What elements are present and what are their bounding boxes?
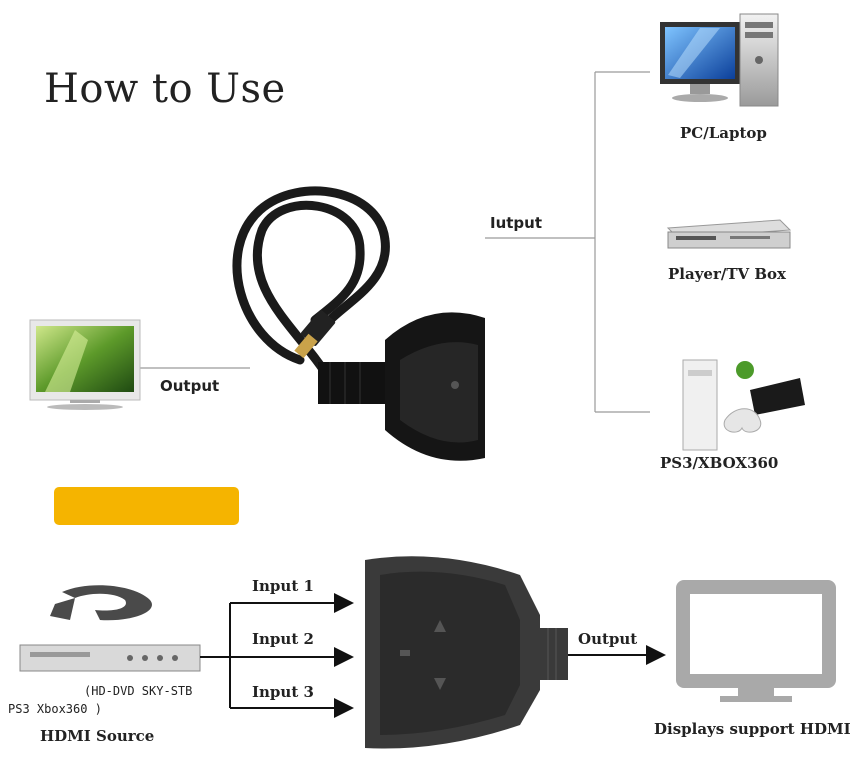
top-input-label: Iutput	[490, 214, 543, 232]
player-icon	[666, 219, 792, 249]
bottom-output-label: Output	[578, 630, 638, 648]
display-label: Displays support HDMI	[654, 720, 850, 738]
pc-icon	[660, 13, 779, 107]
console-icon	[682, 359, 805, 451]
hdmi-switch-body	[365, 556, 568, 749]
hdmi-switch-icon	[318, 312, 485, 461]
device-label-console: PS3/XBOX360	[660, 454, 779, 472]
tv-icon	[29, 319, 141, 410]
input-label-1: Input 1	[252, 577, 314, 595]
input-label-2: Input 2	[252, 630, 314, 648]
highlight-bar	[54, 487, 239, 525]
device-label-player: Player/TV Box	[668, 265, 786, 283]
top-output-label: Output	[160, 377, 220, 395]
hdmi-plug	[294, 310, 336, 359]
input-arrows	[200, 593, 354, 718]
device-label-pc: PC/Laptop	[680, 124, 767, 142]
hdmi-cable	[232, 186, 390, 385]
source-label: HDMI Source	[40, 727, 155, 745]
input-label-3: Input 3	[252, 683, 314, 701]
source-note-line1: (HD-DVD SKY-STB	[84, 684, 193, 698]
bluray-player-icon	[19, 585, 201, 672]
top-connector-lines	[140, 71, 650, 413]
monitor-icon	[676, 580, 836, 702]
source-note-line2: PS3 Xbox360 )	[8, 702, 102, 716]
page-title: How to Use	[44, 66, 286, 112]
